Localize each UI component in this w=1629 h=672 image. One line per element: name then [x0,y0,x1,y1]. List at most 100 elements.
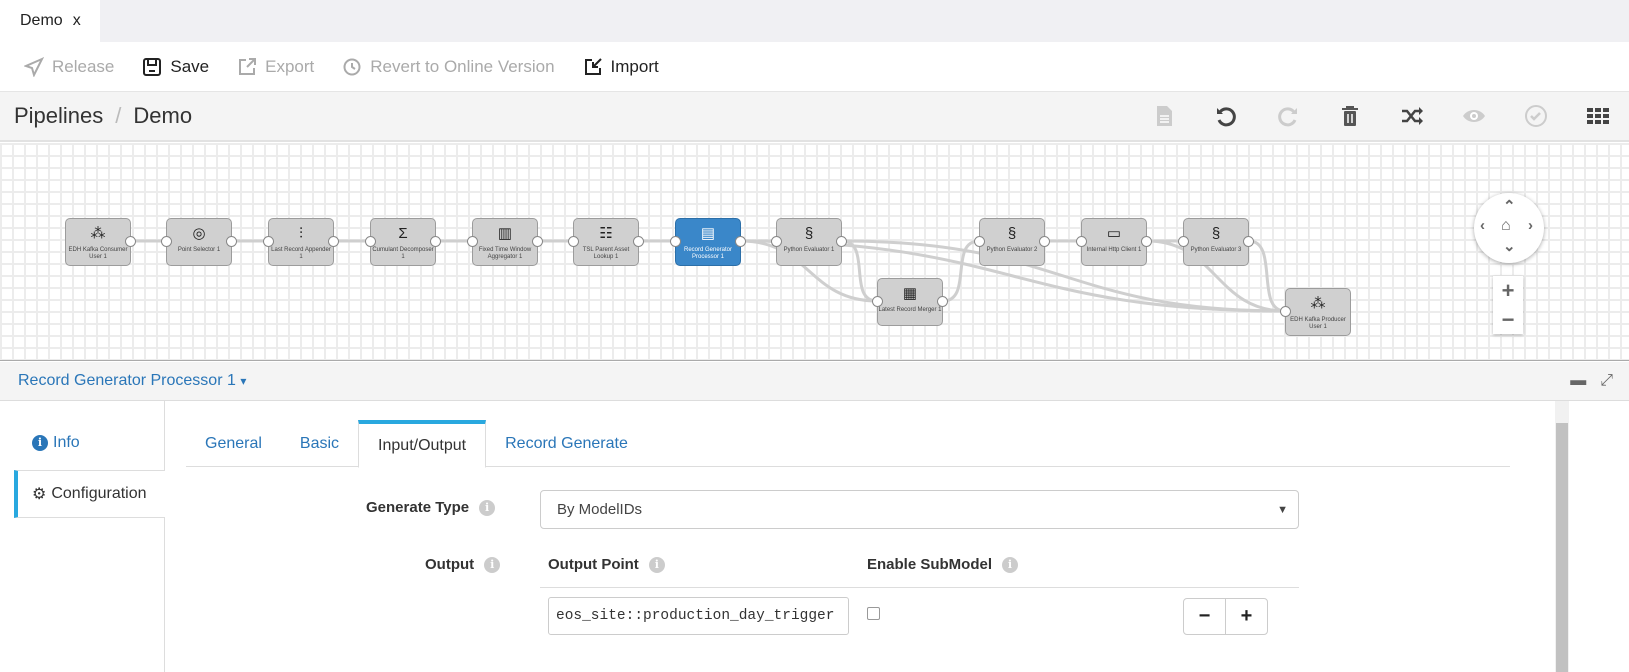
input-port[interactable] [974,236,985,247]
input-port[interactable] [263,236,274,247]
pipeline-node[interactable]: §Python Evaluator 1 [771,218,847,266]
pipeline-node[interactable]: ⁂EDH Kafka Consumer User 1 [65,218,136,266]
revert-button[interactable]: Revert to Online Version [342,57,555,77]
pipeline-edge[interactable] [740,239,878,303]
zoom-in-icon[interactable]: + [1501,277,1515,303]
pipeline-edge[interactable] [1248,239,1286,313]
sidebar-info-label: Info [53,434,80,451]
input-port[interactable] [1178,236,1189,247]
export-button[interactable]: Export [237,57,314,77]
breadcrumb: Pipelines/Demo [0,92,1629,142]
input-port[interactable] [467,236,478,247]
delete-button[interactable] [1319,104,1381,128]
pipeline-canvas[interactable]: ⁂EDH Kafka Consumer User 1 ◎Point Selecto… [0,143,1629,361]
pipeline-node[interactable]: ▦Latest Record Merger 1 [872,278,948,326]
pipeline-edge[interactable] [841,239,878,303]
info-icon[interactable]: i [484,556,501,573]
output-port[interactable] [937,296,948,307]
input-port[interactable] [670,236,681,247]
pan-down-icon[interactable]: ⌄ [1503,238,1516,255]
sigma-icon: Σ [398,225,408,242]
remove-row-button[interactable]: − [1184,599,1226,634]
release-button[interactable]: Release [24,57,114,77]
input-port[interactable] [872,296,883,307]
pipeline-node[interactable]: ◎Point Selector 1 [161,218,237,266]
scrollbar-thumb[interactable] [1556,423,1568,672]
tab-basic[interactable]: Basic [299,434,340,452]
output-port[interactable] [1039,236,1050,247]
input-port[interactable] [1076,236,1087,247]
info-icon[interactable]: i [1002,556,1019,573]
output-point-input[interactable]: eos_site::production_day_trigger [548,597,849,635]
add-row-button[interactable]: + [1240,605,1253,627]
enable-submodel-checkbox[interactable] [867,607,880,620]
node-label: Python Evaluator 3 [1190,247,1242,253]
pipeline-node[interactable]: ☷TSL Parent Asset Lookup 1 [568,218,644,266]
generate-type-select[interactable]: By ModelIDs▼ [540,490,1299,529]
redo-button[interactable] [1257,104,1319,128]
document-button[interactable] [1133,104,1195,128]
pan-left-icon[interactable]: ‹ [1480,217,1485,234]
tab-input-output[interactable]: Input/Output [358,420,487,468]
save-button[interactable]: Save [142,57,209,77]
input-port[interactable] [1280,306,1291,317]
output-port[interactable] [1243,236,1254,247]
preview-button[interactable] [1443,104,1505,128]
pan-up-icon[interactable]: ⌃ [1503,198,1516,215]
output-port[interactable] [328,236,339,247]
output-port[interactable] [532,236,543,247]
output-port[interactable] [125,236,136,247]
chevron-down-icon: ▾ [240,374,247,388]
pipeline-node[interactable]: ▥Fixed Time Window Aggregator 1 [467,218,543,266]
pan-right-icon[interactable]: › [1528,217,1533,234]
pipeline-node[interactable]: ⁂EDH Kafka Producer User 1 [1280,288,1351,336]
import-button[interactable]: Import [583,57,659,77]
node-label: TSL Parent Asset Lookup 1 [582,247,630,260]
input-port[interactable] [161,236,172,247]
zoom-out-icon[interactable]: − [1501,306,1515,332]
input-port[interactable] [568,236,579,247]
breadcrumb-pipelines[interactable]: Pipelines [14,103,104,128]
pipeline-edge[interactable] [1146,239,1286,313]
pipeline-edge[interactable] [841,239,1286,313]
expand-icon[interactable]: ⤢ [1600,372,1613,389]
tab-record-generate[interactable]: Record Generate [505,434,628,452]
output-port[interactable] [1141,236,1152,247]
panel-title: Record Generator Processor 1 [18,372,236,389]
output-port[interactable] [735,236,746,247]
tab-general[interactable]: General [205,434,262,452]
pipeline-node[interactable]: §Python Evaluator 3 [1178,218,1254,266]
output-port[interactable] [226,236,237,247]
input-port[interactable] [771,236,782,247]
node-label: Point Selector 1 [177,247,221,253]
info-icon[interactable]: i [648,556,665,573]
tab-close-button[interactable]: x [72,12,81,29]
undo-button[interactable] [1195,104,1257,128]
pipeline-edge[interactable] [942,239,980,303]
input-port[interactable] [365,236,376,247]
pipeline-node[interactable]: Σ Cumulant Decomposer 1 [365,218,441,266]
pipeline-node[interactable]: ▭Internal Http Client 1 [1076,218,1152,266]
pipeline-node[interactable]: ▤Record Generator Processor 1 [670,218,746,266]
output-port[interactable] [430,236,441,247]
sidebar-item-configuration[interactable]: ⚙Configuration [14,470,165,518]
auto-layout-button[interactable] [1381,104,1443,128]
output-port[interactable] [836,236,847,247]
pipeline-node[interactable]: ⫶Last Record Appender 1 [263,218,339,266]
pan-control[interactable]: ⌃ ‹ ⌂ › ⌄ [1474,193,1544,263]
output-port[interactable] [633,236,644,247]
minimize-icon[interactable]: ▬ [1570,372,1587,389]
caret-down-icon: ▼ [1277,503,1288,516]
info-icon[interactable]: i [479,499,496,516]
pipeline-node[interactable]: §Python Evaluator 2 [974,218,1050,266]
node-label: Cumulant Decomposer 1 [372,247,434,260]
home-icon[interactable]: ⌂ [1501,217,1511,234]
grid-menu-button[interactable] [1567,104,1629,128]
validate-button[interactable] [1505,104,1567,128]
node-selector-dropdown[interactable]: Record Generator Processor 1 ▾ [18,372,246,390]
scrollbar[interactable] [1555,401,1569,672]
import-icon [584,57,602,75]
